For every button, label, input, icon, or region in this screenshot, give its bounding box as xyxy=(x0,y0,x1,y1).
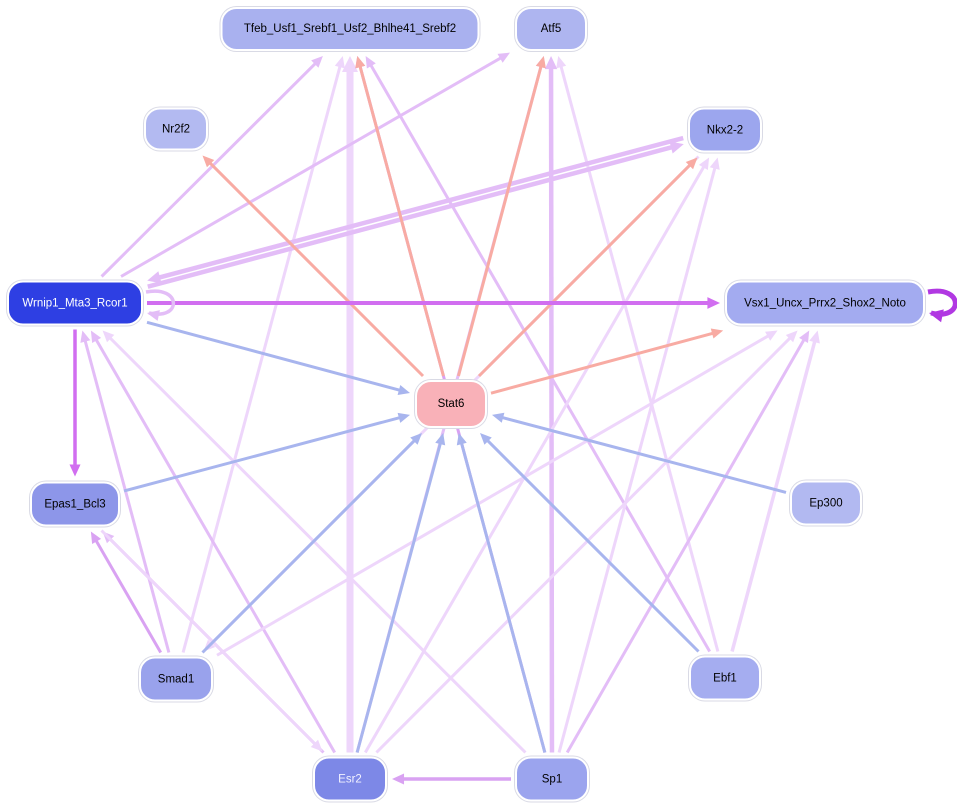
edge-wrnip1-vsx1-arrowhead xyxy=(707,297,720,309)
edge-ebf1-tfeb-arrowhead xyxy=(365,56,376,69)
edge-wrnip1-stat6 xyxy=(146,320,404,393)
node-ebf1[interactable]: Ebf1 xyxy=(689,655,761,701)
edge-stat6-nr2f2 xyxy=(206,159,425,378)
edge-stat6-atf5-arrowhead xyxy=(535,56,546,69)
self-loop-wrnip1-arrowhead xyxy=(147,310,160,321)
node-stat6[interactable]: Stat6 xyxy=(415,380,487,428)
edge-wrnip1-stat6-arrowhead xyxy=(397,385,410,395)
edge-ebf1-stat6 xyxy=(483,436,700,653)
edge-smad1-tfeb xyxy=(181,62,343,653)
edge-stat6-tfeb xyxy=(357,62,445,377)
node-smad1[interactable]: Smad1 xyxy=(139,656,213,702)
edge-epas1-esr2 xyxy=(100,529,319,748)
edge-wrnip1-nkx22-arrowhead xyxy=(669,141,684,154)
edge-smad1-epas1-arrowhead xyxy=(90,531,102,544)
node-label-vsx1: Vsx1_Uncx_Prrx2_Shox2_Noto xyxy=(744,297,906,309)
self-loop-vsx1-arrowhead xyxy=(929,309,944,323)
edge-epas1-stat6 xyxy=(123,415,404,493)
node-label-ep300: Ep300 xyxy=(809,497,843,509)
edge-ep300-stat6 xyxy=(498,415,787,494)
node-esr2[interactable]: Esr2 xyxy=(313,756,387,802)
node-nkx22[interactable]: Nkx2-2 xyxy=(688,107,762,153)
node-label-tfeb: Tfeb_Usf1_Srebf1_Usf2_Bhlhe41_Srebf2 xyxy=(243,23,457,35)
edge-esr2-stat6 xyxy=(355,439,443,753)
edge-sp1-esr2-arrowhead xyxy=(392,773,405,785)
edge-wrnip1-epas1-arrowhead xyxy=(69,464,81,477)
edge-stat6-nr2f2-arrowhead xyxy=(202,155,215,168)
node-label-nr2f2: Nr2f2 xyxy=(161,123,191,135)
node-label-esr2: Esr2 xyxy=(338,773,362,785)
edge-wrnip1-tfeb xyxy=(100,59,320,278)
node-nr2f2[interactable]: Nr2f2 xyxy=(144,107,208,151)
edge-smad1-tfeb-arrowhead xyxy=(334,56,345,69)
node-label-sp1: Sp1 xyxy=(541,773,563,785)
edge-esr2-stat6-arrowhead xyxy=(435,433,446,446)
edge-sp1-nkx22 xyxy=(557,163,718,753)
edge-esr2-wrnip1-arrowhead xyxy=(90,330,102,343)
node-tfeb[interactable]: Tfeb_Usf1_Srebf1_Usf2_Bhlhe41_Srebf2 xyxy=(220,7,480,51)
node-label-nkx22: Nkx2-2 xyxy=(706,124,744,136)
node-label-stat6: Stat6 xyxy=(437,398,465,410)
edge-smad1-wrnip1-arrowhead xyxy=(80,330,91,343)
edge-sp1-wrnip1-arrowhead xyxy=(102,330,115,343)
node-label-smad1: Smad1 xyxy=(157,673,195,685)
node-label-wrnip1: Wrnip1_Mta3_Rcor1 xyxy=(22,297,128,309)
edge-wrnip1-nkx22 xyxy=(147,143,677,289)
edge-ebf1-atf5-arrowhead xyxy=(556,56,567,69)
edge-sp1-wrnip1 xyxy=(106,334,527,754)
edge-esr2-tfeb-arrowhead xyxy=(341,56,359,73)
edge-ebf1-vsx1 xyxy=(730,337,818,652)
node-vsx1[interactable]: Vsx1_Uncx_Prrx2_Shox2_Noto xyxy=(725,280,925,326)
edge-ebf1-stat6-arrowhead xyxy=(480,433,492,445)
edge-nkx22-wrnip1-arrowhead xyxy=(147,271,162,284)
edge-sp1-vsx1 xyxy=(565,335,808,754)
edge-stat6-vsx1 xyxy=(490,330,717,395)
edge-esr2-vsx1-arrowhead xyxy=(785,330,798,343)
edge-wrnip1-atf5 xyxy=(120,54,505,278)
edge-ebf1-vsx1-arrowhead xyxy=(809,330,820,344)
node-label-epas1: Epas1_Bcl3 xyxy=(44,498,106,510)
edge-nkx22-wrnip1 xyxy=(154,135,684,281)
edge-esr2-vsx1 xyxy=(375,334,794,754)
edge-wrnip1-tfeb-arrowhead xyxy=(311,56,323,68)
node-ep300[interactable]: Ep300 xyxy=(790,480,862,526)
edge-smad1-vsx1 xyxy=(216,332,773,657)
edge-epas1-stat6-arrowhead xyxy=(397,412,410,423)
node-atf5[interactable]: Atf5 xyxy=(515,7,587,51)
edge-stat6-atf5 xyxy=(457,62,544,377)
node-label-atf5: Atf5 xyxy=(540,23,562,35)
edge-ebf1-atf5 xyxy=(558,62,720,652)
edge-smad1-stat6-arrowhead xyxy=(410,433,422,445)
edge-esr2-wrnip1 xyxy=(93,335,336,754)
edge-wrnip1-atf5-arrowhead xyxy=(497,52,510,63)
edge-sp1-stat6 xyxy=(459,439,547,753)
edge-sp1-nkx22-arrowhead xyxy=(709,157,720,170)
edge-smad1-wrnip1 xyxy=(82,336,171,653)
edge-smad1-epas1 xyxy=(93,536,163,654)
edge-sp1-vsx1-arrowhead xyxy=(799,330,810,343)
edge-ep300-stat6-arrowhead xyxy=(492,412,505,423)
node-sp1[interactable]: Sp1 xyxy=(515,756,589,802)
edge-ebf1-tfeb xyxy=(367,61,711,653)
edge-sp1-atf5-arrowhead xyxy=(544,56,558,70)
node-wrnip1[interactable]: Wrnip1_Mta3_Rcor1 xyxy=(7,280,143,326)
node-label-ebf1: Ebf1 xyxy=(713,672,737,684)
edge-stat6-nkx22-arrowhead xyxy=(685,157,698,170)
edge-stat6-vsx1-arrowhead xyxy=(710,328,724,339)
edge-stat6-tfeb-arrowhead xyxy=(355,56,366,69)
edge-esr2-nkx22 xyxy=(364,162,707,754)
edge-stat6-nkx22 xyxy=(477,161,694,378)
edge-smad1-vsx1-arrowhead xyxy=(765,330,778,341)
node-epas1[interactable]: Epas1_Bcl3 xyxy=(30,481,120,527)
edge-epas1-esr2-arrowhead xyxy=(310,739,323,752)
edge-esr2-nkx22-arrowhead xyxy=(698,157,710,170)
edge-sp1-stat6-arrowhead xyxy=(456,433,467,446)
edge-sp1-atf5 xyxy=(548,63,555,753)
edge-smad1-stat6 xyxy=(201,436,419,654)
